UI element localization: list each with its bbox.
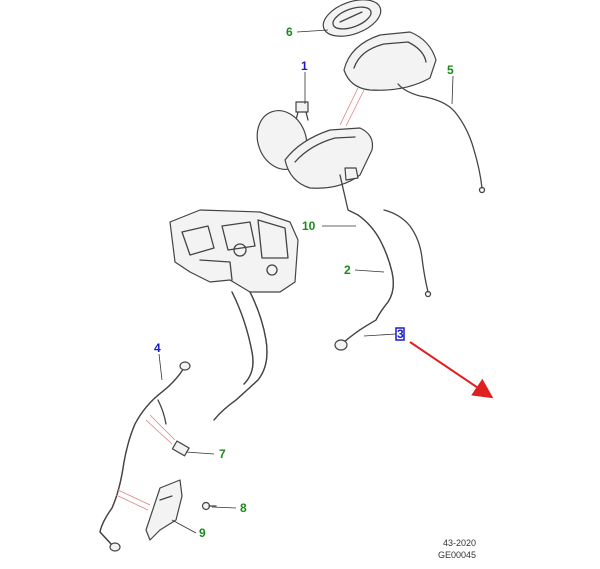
part-7-clip bbox=[171, 440, 190, 457]
part-2-vent-hose bbox=[334, 209, 432, 351]
part-6-cover-plate bbox=[322, 0, 382, 37]
callout-5: 5 bbox=[447, 63, 454, 77]
leader-lines bbox=[158, 29, 454, 534]
reference-code-line1: 43-2020 bbox=[443, 538, 476, 548]
lower-hose-assembly bbox=[213, 291, 268, 421]
callout-10: 10 bbox=[302, 219, 316, 233]
callout-8: 8 bbox=[240, 501, 247, 515]
callout-3: 3 bbox=[397, 327, 404, 341]
callout-7: 7 bbox=[219, 447, 226, 461]
callout-4: 4 bbox=[154, 341, 161, 355]
callout-1: 1 bbox=[301, 59, 308, 73]
engine-component-block bbox=[169, 209, 299, 293]
pink-reference-lines bbox=[115, 87, 365, 511]
part-1-connector bbox=[295, 101, 309, 121]
reference-code-line2: GE00045 bbox=[438, 550, 476, 560]
callout-2: 2 bbox=[344, 263, 351, 277]
part-8-bolt bbox=[201, 501, 217, 511]
callout-9: 9 bbox=[199, 526, 206, 540]
callout-6: 6 bbox=[286, 25, 293, 39]
part-5-housing-with-wire bbox=[343, 31, 486, 194]
part-9-bracket bbox=[145, 479, 183, 541]
filter-housing-assembly bbox=[284, 127, 374, 216]
highlight-arrow bbox=[409, 341, 494, 399]
part-4-hose bbox=[99, 361, 191, 552]
